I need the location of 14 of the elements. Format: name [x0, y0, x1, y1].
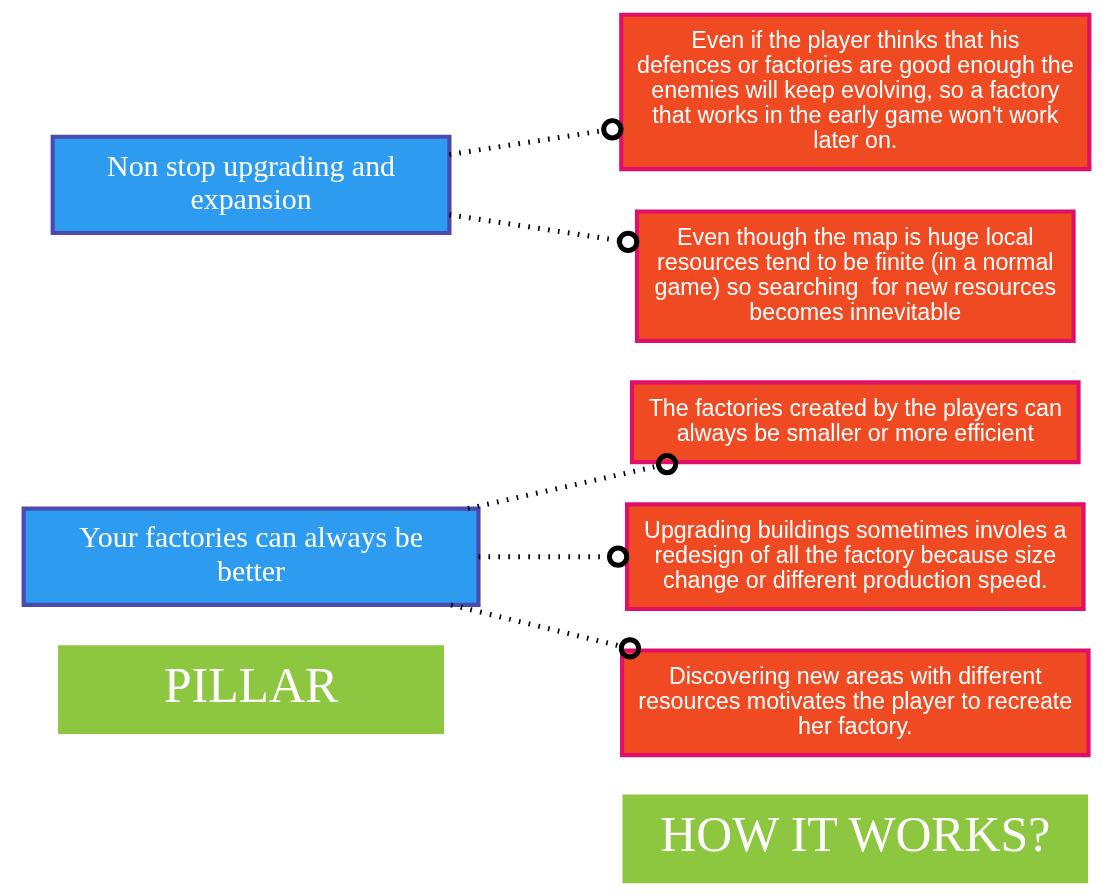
node-box: Upgrading buildings sometimes involes a redesign of all the factory because size change or different production speed.	[624, 502, 1086, 612]
node-box: Even if the player thinks that his defences or factories are good enough the enemies will keep evolving, so a factory that works in the early game won't work later on.	[618, 12, 1091, 172]
connector	[478, 545, 629, 568]
node-box: Your factories can always be better	[21, 506, 481, 607]
node-box: Even though the map is huge local resources tend to be finite (in a normal game) so searching for new resources becomes innevitable	[634, 209, 1076, 343]
node-box: HOW IT WORKS?	[622, 794, 1088, 884]
node-box: Non stop upgrading and expansion	[50, 134, 451, 236]
connector	[450, 602, 641, 660]
node-box: PILLAR	[57, 645, 444, 734]
connector	[448, 212, 639, 254]
connector	[448, 118, 623, 157]
node-box: The factories created by the players can always be smaller or more efficient	[629, 380, 1081, 465]
node-box: Discovering new areas with different resources motivates the player to recreate her factory.	[619, 648, 1091, 758]
connector	[466, 452, 678, 511]
